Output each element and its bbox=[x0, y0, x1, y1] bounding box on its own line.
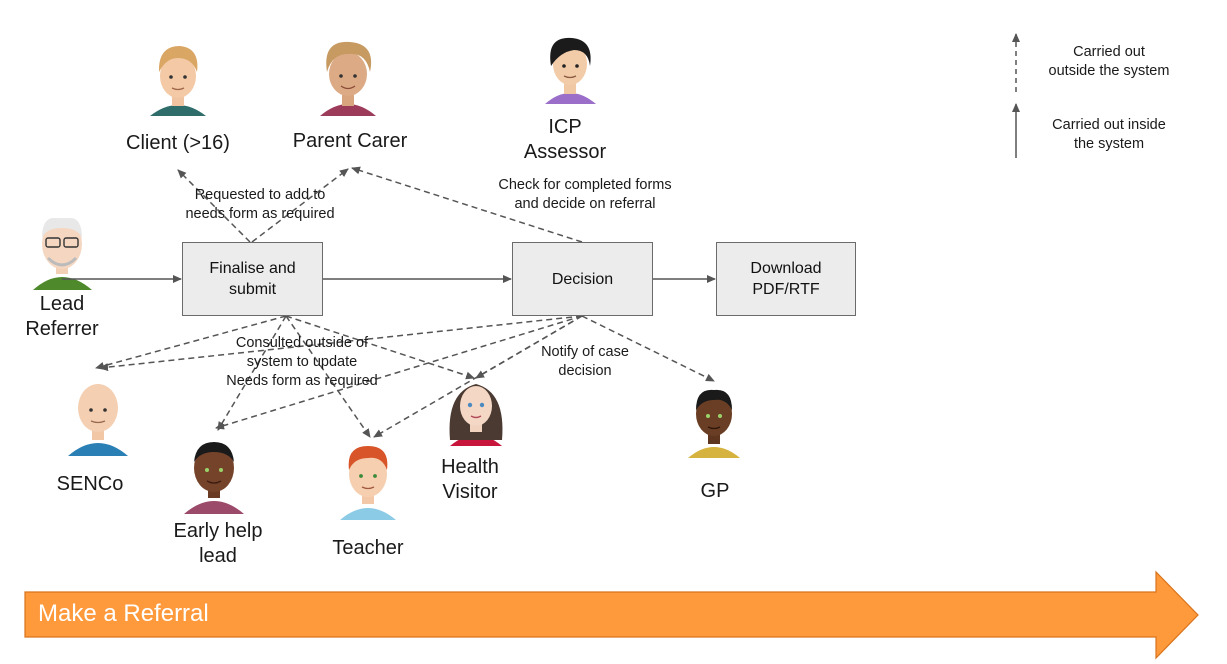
arrow-decision-to-health bbox=[475, 315, 583, 379]
requested-note: Requested to add to needs form as requir… bbox=[150, 186, 370, 224]
health-line-2: Visitor bbox=[442, 481, 498, 503]
teacher-label: Teacher bbox=[332, 537, 404, 559]
consulted-line-1: Consulted outside of bbox=[235, 335, 369, 351]
dashed-arrows bbox=[95, 166, 715, 438]
finalise-line-2: submit bbox=[228, 281, 277, 298]
arrow-finalise-to-parent bbox=[251, 168, 349, 243]
parent-carer-avatar-icon bbox=[320, 41, 376, 116]
arrow-finalise-to-client bbox=[177, 169, 251, 243]
notify-note: Notify of case decision bbox=[520, 343, 650, 381]
requested-line-1: Requested to add to bbox=[194, 187, 326, 203]
arrow-finalise-to-health bbox=[285, 315, 475, 380]
decision-label: Decision bbox=[551, 270, 614, 288]
lead-referrer-avatar-icon bbox=[33, 218, 92, 290]
check-line-1: Check for completed forms bbox=[498, 177, 672, 193]
icp-assessor-avatar-icon bbox=[545, 37, 596, 104]
arrow-finalise-to-earlyhelp bbox=[217, 315, 287, 431]
icp-line-1: ICP bbox=[548, 116, 582, 138]
legend-inside-line-1: Carried out inside bbox=[1052, 117, 1166, 133]
earlyhelp-line-1: Early help bbox=[173, 520, 263, 542]
legend-inside-label: Carried out inside the system bbox=[1030, 116, 1188, 154]
requested-line-2: needs form as required bbox=[185, 206, 335, 222]
make-referral-label: Make a Referral bbox=[38, 600, 209, 627]
check-note: Check for completed forms and decide on … bbox=[470, 176, 700, 214]
gp-avatar-icon bbox=[688, 389, 740, 458]
parent-carer-label: Parent Carer bbox=[292, 130, 408, 152]
legend-outside-line-1: Carried out bbox=[1073, 44, 1145, 60]
finalise-line-1: Finalise and bbox=[209, 260, 296, 277]
decision-box: Decision bbox=[512, 242, 653, 316]
check-line-2: and decide on referral bbox=[514, 196, 656, 212]
senco-avatar-icon bbox=[68, 384, 128, 456]
notify-line-1: Notify of case bbox=[541, 344, 629, 360]
arrow-decision-to-gp bbox=[581, 315, 715, 382]
arrow-decision-to-earlyhelp bbox=[215, 315, 583, 430]
client-label: Client (>16) bbox=[126, 132, 230, 154]
consulted-note: Consulted outside of system to update Ne… bbox=[192, 334, 412, 391]
download-line-1: Download bbox=[750, 260, 822, 277]
lead-line-1: Lead bbox=[39, 293, 85, 315]
senco-label: SENCo bbox=[56, 473, 124, 495]
notify-line-2: decision bbox=[558, 363, 612, 379]
download-line-2: PDF/RTF bbox=[752, 281, 820, 298]
early-help-lead-label: Early help lead bbox=[158, 519, 278, 569]
client-avatar-icon bbox=[150, 46, 206, 116]
finalise-submit-box: Finalise and submit bbox=[182, 242, 323, 316]
icp-line-2: Assessor bbox=[523, 141, 607, 163]
consulted-line-2: system to update bbox=[246, 354, 358, 370]
icp-assessor-label: ICP Assessor bbox=[510, 115, 620, 165]
legend-outside-label: Carried out outside the system bbox=[1030, 43, 1188, 81]
arrow-decision-to-parent bbox=[351, 166, 583, 243]
consulted-line-3: Needs form as required bbox=[226, 373, 378, 389]
earlyhelp-line-2: lead bbox=[199, 545, 237, 567]
lead-line-2: Referrer bbox=[25, 318, 99, 340]
arrow-decision-to-senco bbox=[99, 315, 583, 372]
gp-label: GP bbox=[700, 480, 730, 502]
lead-referrer-label: Lead Referrer bbox=[12, 292, 112, 342]
legend-inside-line-2: the system bbox=[1073, 136, 1145, 152]
teacher-avatar-icon bbox=[340, 446, 396, 520]
make-referral-banner bbox=[24, 570, 1199, 660]
arrow-finalise-to-senco bbox=[95, 315, 287, 370]
legend-outside-line-2: outside the system bbox=[1048, 63, 1170, 79]
arrow-finalise-to-teacher bbox=[285, 315, 371, 438]
health-line-1: Health bbox=[441, 456, 499, 478]
health-visitor-avatar-icon bbox=[449, 384, 503, 446]
health-visitor-label: Health Visitor bbox=[420, 455, 520, 505]
early-help-lead-avatar-icon bbox=[184, 442, 244, 514]
